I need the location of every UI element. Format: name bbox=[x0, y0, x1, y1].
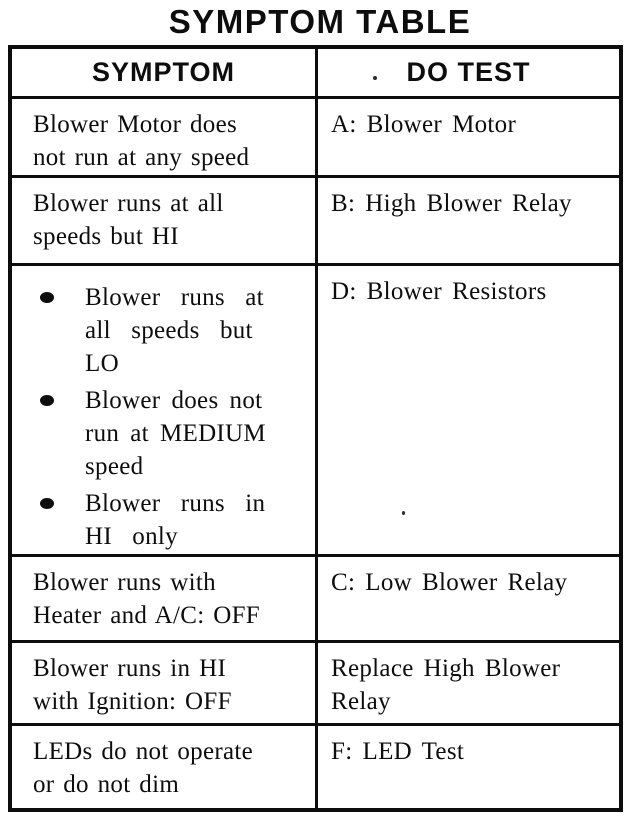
column-header-symptom: SYMPTOM bbox=[12, 49, 318, 96]
symptom-text: Blower runs at all speeds but LO bbox=[85, 284, 264, 377]
do-test-cell: D: Blower Resistors bbox=[318, 266, 619, 554]
column-header-do-test: DO TEST bbox=[406, 57, 531, 87]
do-test-text: C: Low Blower Relay bbox=[331, 569, 568, 596]
do-test-text: Replace High Blower Relay bbox=[331, 655, 561, 715]
symptom-cell: LEDs do not operate or do not dim bbox=[12, 726, 318, 808]
table-row: Blower runs in HI with Ignition: OFF Rep… bbox=[12, 640, 619, 723]
symptom-cell: Blower runs in HI with Ignition: OFF bbox=[12, 643, 318, 723]
bullet-icon bbox=[40, 498, 54, 509]
symptom-bullet-list: Blower runs at all speeds but LO Blower … bbox=[40, 281, 309, 553]
symptom-text: Blower runs in HI with Ignition: OFF bbox=[33, 655, 232, 715]
list-item: Blower does not run at MEDIUM speed bbox=[40, 384, 309, 483]
list-item: Blower runs at all speeds but LO bbox=[40, 281, 309, 380]
symptom-cell: Blower Motor does not run at any speed bbox=[12, 99, 318, 175]
do-test-cell: B: High Blower Relay bbox=[318, 178, 619, 263]
do-test-text: A: Blower Motor bbox=[331, 111, 517, 138]
bullet-icon bbox=[40, 292, 54, 303]
page-title: SYMPTOM TABLE bbox=[168, 3, 472, 40]
do-test-cell: F: LED Test bbox=[318, 726, 619, 808]
symptom-cell: Blower runs with Heater and A/C: OFF bbox=[12, 557, 318, 640]
symptom-text: LEDs do not operate or do not dim bbox=[33, 738, 254, 798]
symptom-text: Blower runs with Heater and A/C: OFF bbox=[33, 569, 261, 629]
table-row: Blower runs with Heater and A/C: OFF C: … bbox=[12, 554, 619, 640]
do-test-text: D: Blower Resistors bbox=[331, 278, 547, 305]
symptom-text: Blower runs at all speeds but HI bbox=[33, 190, 224, 250]
table-row: Blower runs at all speeds but LO Blower … bbox=[12, 263, 619, 554]
scan-speck bbox=[402, 511, 405, 515]
symptom-table: SYMPTOM DO TEST Blower Motor does not ru… bbox=[8, 45, 623, 812]
list-item: Blower runs in HI only bbox=[40, 487, 309, 553]
table-row: Blower Motor does not run at any speed A… bbox=[12, 96, 619, 175]
bullet-icon bbox=[40, 395, 54, 406]
do-test-cell: Replace High Blower Relay bbox=[318, 643, 619, 723]
do-test-cell: A: Blower Motor bbox=[318, 99, 619, 175]
scan-speck bbox=[373, 76, 377, 80]
symptom-cell: Blower runs at all speeds but LO Blower … bbox=[12, 266, 318, 554]
table-row: LEDs do not operate or do not dim F: LED… bbox=[12, 723, 619, 808]
symptom-text: Blower Motor does not run at any speed bbox=[33, 111, 250, 171]
symptom-text: Blower runs in HI only bbox=[85, 490, 266, 550]
table-header-row: SYMPTOM DO TEST bbox=[12, 49, 619, 96]
table-row: Blower runs at all speeds but HI B: High… bbox=[12, 175, 619, 263]
do-test-text: F: LED Test bbox=[331, 738, 465, 765]
symptom-text: Blower does not run at MEDIUM speed bbox=[85, 387, 266, 480]
do-test-text: B: High Blower Relay bbox=[331, 190, 572, 217]
do-test-cell: C: Low Blower Relay bbox=[318, 557, 619, 640]
symptom-cell: Blower runs at all speeds but HI bbox=[12, 178, 318, 263]
